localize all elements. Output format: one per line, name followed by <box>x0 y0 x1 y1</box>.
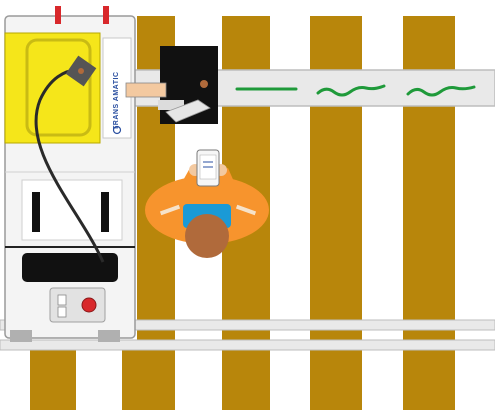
switch-slot <box>57 294 67 306</box>
black-bar <box>22 253 118 282</box>
worker-arm <box>216 168 242 206</box>
sleeper <box>30 350 76 410</box>
yellow-handle <box>25 38 92 137</box>
gauge-line-wave <box>316 84 386 97</box>
logo-mark <box>112 125 122 135</box>
clamp-pivot <box>200 80 208 88</box>
connector-bolt <box>78 68 84 74</box>
rail-bottom-lower <box>0 339 495 351</box>
clamp-arm <box>158 100 184 110</box>
clamp-tool <box>125 46 218 124</box>
rail-worker <box>145 149 269 258</box>
gauge-readings <box>235 84 476 97</box>
vest-stripe <box>159 204 181 216</box>
clamp-arm <box>125 82 167 98</box>
red-marker-icon <box>55 6 61 24</box>
yellow-panel <box>4 32 101 144</box>
cable <box>34 68 105 263</box>
rail-bottom-upper <box>0 319 495 331</box>
socket-slot <box>32 192 40 232</box>
red-marker-icon <box>103 6 109 24</box>
brand-label: TRANS AMATIC <box>113 71 120 131</box>
worker-arm <box>172 168 202 206</box>
sleeper <box>122 350 168 410</box>
clamp-connector <box>65 55 97 87</box>
wheel <box>10 330 32 342</box>
gauge-line-wave <box>406 85 476 97</box>
switch-slot <box>57 306 67 318</box>
socket-slot <box>101 192 109 232</box>
clamp-handle <box>165 99 211 123</box>
power-button-icon[interactable] <box>81 297 97 313</box>
worker-hair <box>185 214 229 258</box>
wheel <box>98 330 120 342</box>
vest-stripe <box>235 204 257 216</box>
